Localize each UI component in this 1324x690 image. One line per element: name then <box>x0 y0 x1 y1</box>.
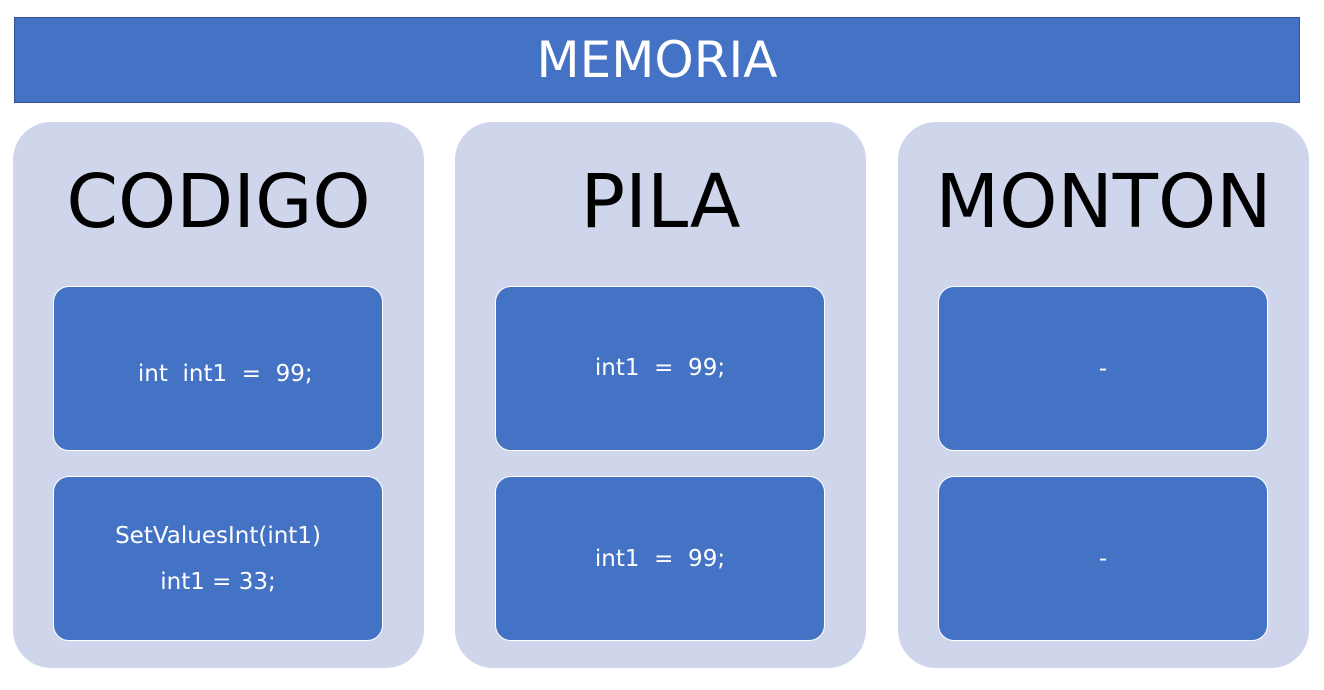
pila-box-1-line-1: int1 = 99; <box>594 354 726 381</box>
monton-box-2-line-1: - <box>1098 545 1108 572</box>
monton-box-1: - <box>938 286 1268 451</box>
codigo-box-2-line-2: int1 = 33; <box>160 568 276 595</box>
codigo-box-1: int int1 = 99; <box>53 286 383 451</box>
memory-header: MEMORIA <box>14 17 1300 103</box>
codigo-box-2: SetValuesInt(int1) int1 = 33; <box>53 476 383 641</box>
panel-monton: MONTON - - <box>898 122 1309 668</box>
codigo-box-2-line-1: SetValuesInt(int1) <box>115 522 321 549</box>
pila-box-2-line-1: int1 = 99; <box>594 545 726 572</box>
codigo-box-1-line-1: int int1 = 99; <box>123 360 313 387</box>
memory-title: MEMORIA <box>536 31 778 89</box>
panel-pila: PILA int1 = 99; int1 = 99; <box>455 122 866 668</box>
pila-box-1: int1 = 99; <box>495 286 825 451</box>
monton-box-1-line-1: - <box>1098 355 1108 382</box>
panel-title-monton: MONTON <box>935 159 1272 245</box>
panel-title-codigo: CODIGO <box>66 159 371 245</box>
panel-title-pila: PILA <box>580 159 741 245</box>
panel-codigo: CODIGO int int1 = 99; SetValuesInt(int1)… <box>13 122 424 668</box>
monton-box-2: - <box>938 476 1268 641</box>
pila-box-2: int1 = 99; <box>495 476 825 641</box>
